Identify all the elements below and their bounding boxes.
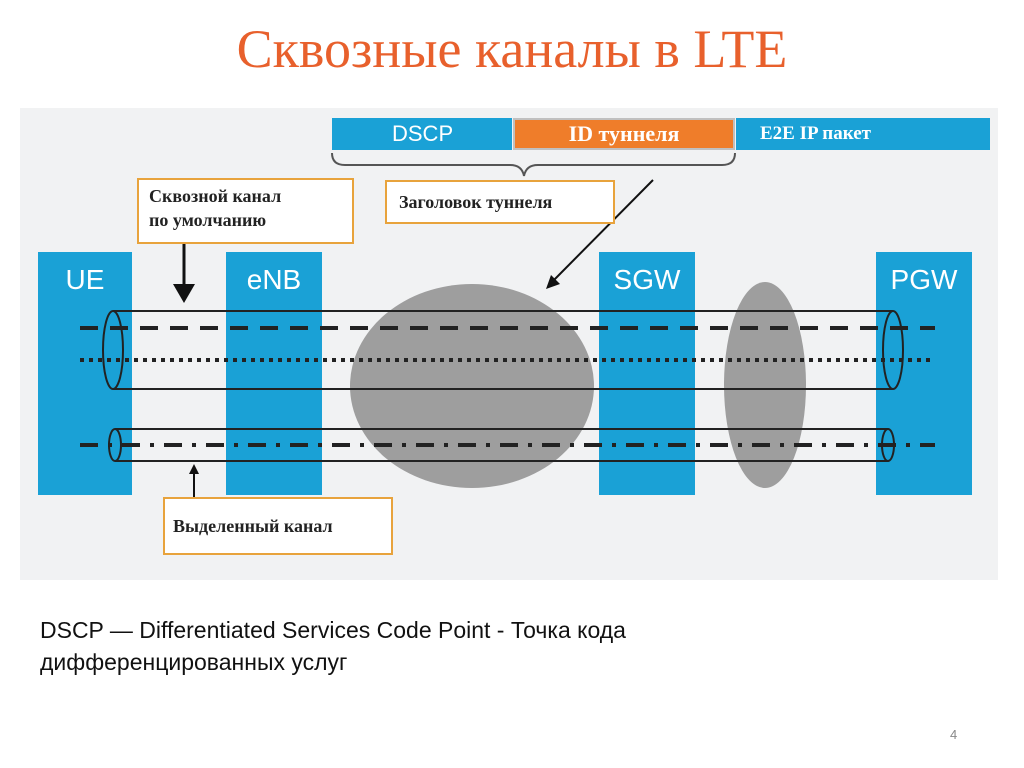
footnote-line2: дифференцированных услуг (40, 649, 348, 675)
default-bearer-arrowhead (173, 284, 195, 303)
tunnel-header-arrow (551, 179, 654, 283)
default-bearer-pipe-end (882, 310, 904, 390)
dedicated-bearer-arrowhead (189, 464, 199, 474)
label-default-bearer-line1: Сквозной канал (149, 186, 282, 206)
page-number: 4 (950, 727, 958, 742)
header-brace (331, 152, 736, 177)
footnote: DSCP — Differentiated Services Code Poin… (40, 614, 840, 678)
node-enb: eNB (226, 252, 322, 495)
default-bearer-pipe-start (102, 310, 124, 390)
label-default-bearer: Сквозной канал по умолчанию (137, 178, 354, 244)
node-sgw: SGW (599, 252, 695, 495)
header-field-tunnel-id: ID туннеля (513, 118, 735, 150)
dedicated-bearer-pipe (115, 428, 888, 462)
tunnel-header-arrowhead (546, 275, 560, 289)
label-default-bearer-line2: по умолчанию (149, 210, 267, 230)
label-dedicated-bearer: Выделенный канал (163, 497, 393, 555)
slide-title: Сквозные каналы в LTE (236, 19, 788, 79)
header-field-e2e-packet: E2E IP пакет (736, 118, 990, 150)
node-ue: UE (38, 252, 132, 495)
footnote-line1: DSCP — Differentiated Services Code Poin… (40, 617, 626, 643)
header-field-dscp: DSCP (332, 118, 512, 150)
default-bearer-pipe (113, 310, 893, 390)
label-tunnel-header: Заголовок туннеля (385, 180, 615, 224)
tunnel-ellipse-sgw-pgw (724, 282, 806, 488)
tunnel-ellipse-enb-sgw (350, 284, 594, 488)
